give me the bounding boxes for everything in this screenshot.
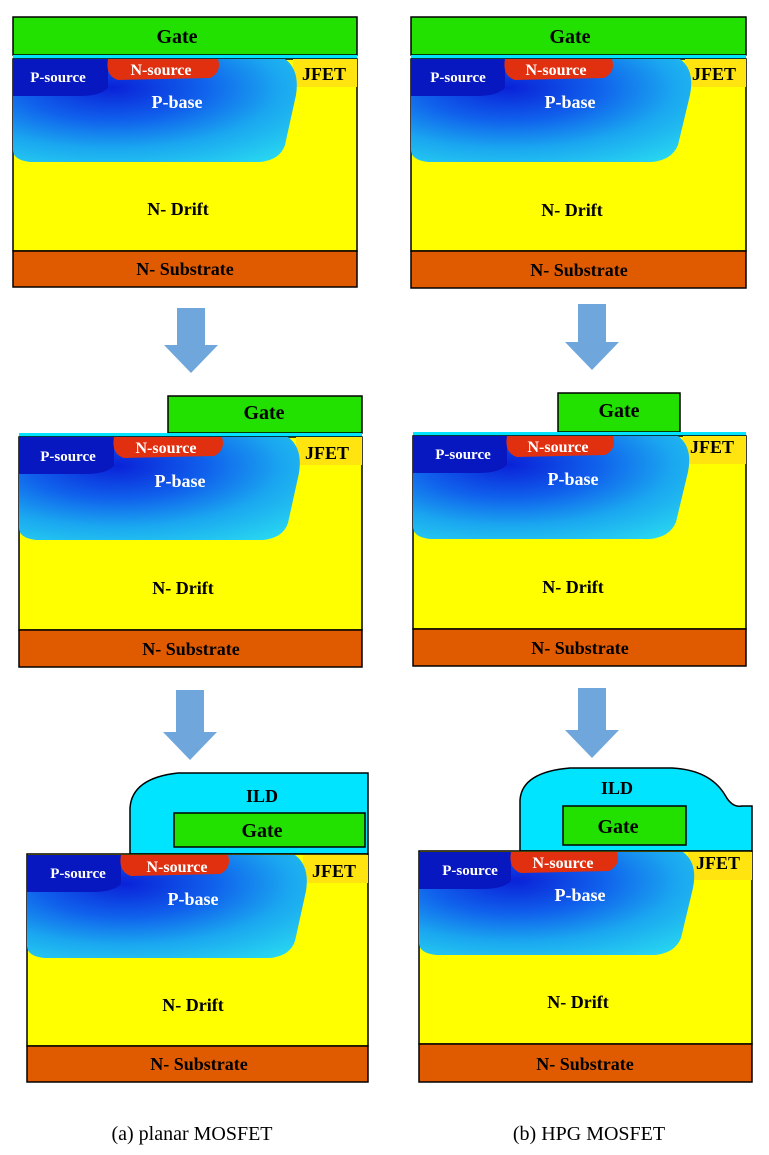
- oxide-layer: [411, 55, 746, 59]
- n-source-label: N-source: [130, 62, 191, 79]
- p-source-label: P-source: [430, 70, 486, 86]
- p-source-region: [13, 59, 108, 96]
- n-source-label: N-source: [135, 440, 196, 457]
- oxide-layer: [19, 433, 362, 437]
- substrate-layer: [12, 250, 358, 288]
- down-arrow-icon: [163, 690, 217, 760]
- substrate-layer: [410, 250, 747, 289]
- oxide-layer: [413, 432, 746, 436]
- n-substrate-label: N- Substrate: [530, 260, 628, 280]
- gate-label: Gate: [241, 820, 282, 842]
- n-source-region: [107, 59, 219, 80]
- panel-b-step3: ILD Gate JFET P-source N-source P-base N…: [418, 767, 753, 1083]
- n-source-region: [510, 852, 618, 873]
- n-drift-label: N- Drift: [541, 200, 602, 220]
- gate-layer: [173, 812, 366, 848]
- p-source-label: P-source: [442, 863, 498, 879]
- n-drift-label: N- Drift: [547, 992, 608, 1012]
- n-substrate-label: N- Substrate: [142, 639, 240, 659]
- n-drift-label: N- Drift: [542, 577, 603, 597]
- p-base-label: P-base: [168, 889, 219, 909]
- p-source-label: P-source: [50, 866, 106, 882]
- jfet-label: JFET: [692, 64, 736, 84]
- jfet-region: [303, 855, 368, 883]
- n-substrate-label: N- Substrate: [136, 259, 234, 279]
- down-arrow-icon: [164, 308, 218, 373]
- p-source-region: [411, 59, 505, 96]
- n-drift-label: N- Drift: [162, 995, 223, 1015]
- caption-hpg-mosfet: (b) HPG MOSFET: [513, 1123, 665, 1145]
- panel-b-step2: Gate JFET P-source N-source P-base N- Dr…: [412, 392, 747, 667]
- p-base-label: P-base: [555, 885, 606, 905]
- gate-label: Gate: [597, 816, 638, 838]
- n-source-label: N-source: [146, 859, 207, 876]
- gate-layer: [410, 16, 747, 56]
- p-source-label: P-source: [40, 449, 96, 465]
- panel-b-step1: Gate JFET P-source N-source P-base N- Dr…: [410, 16, 747, 289]
- jfet-region: [293, 59, 357, 87]
- ild-label: ILD: [601, 778, 633, 798]
- panel-a-step1: Gate JFET P-source N-source P-base N- Dr…: [12, 16, 358, 288]
- n-source-region: [504, 59, 613, 80]
- n-drift-label: N- Drift: [147, 199, 208, 219]
- p-base-label: P-base: [548, 469, 599, 489]
- down-arrow-icon: [565, 304, 619, 370]
- caption-planar-mosfet: (a) planar MOSFET: [111, 1123, 272, 1145]
- gate-layer: [562, 805, 687, 846]
- jfet-label: JFET: [312, 861, 356, 881]
- n-source-region: [113, 437, 223, 458]
- jfet-label: JFET: [696, 853, 740, 873]
- gate-label: Gate: [549, 26, 590, 48]
- gate-label: Gate: [598, 400, 639, 422]
- jfet-region: [688, 852, 752, 880]
- p-base-label: P-base: [152, 92, 203, 112]
- panel-a-step3: ILD Gate JFET P-source N-source P-base N…: [26, 772, 369, 1083]
- p-base-label: P-base: [155, 471, 206, 491]
- substrate-layer: [26, 1045, 369, 1083]
- gate-layer: [12, 16, 358, 56]
- jfet-region: [683, 436, 746, 464]
- n-drift-label: N- Drift: [152, 578, 213, 598]
- n-source-label: N-source: [527, 439, 588, 456]
- jfet-region: [685, 59, 746, 87]
- ild-label: ILD: [246, 786, 278, 806]
- gate-label: Gate: [243, 402, 284, 424]
- substrate-layer: [418, 1043, 753, 1083]
- n-source-region: [120, 855, 229, 876]
- jfet-label: JFET: [690, 437, 734, 457]
- oxide-layer: [13, 55, 357, 59]
- jfet-label: JFET: [302, 64, 346, 84]
- jfet-label: JFET: [305, 443, 349, 463]
- jfet-region: [296, 437, 362, 465]
- n-source-region: [506, 436, 614, 457]
- p-source-label: P-source: [435, 447, 491, 463]
- substrate-layer: [18, 629, 363, 668]
- n-source-label: N-source: [525, 62, 586, 79]
- panel-a-step2: Gate JFET P-source N-source P-base N- Dr…: [18, 395, 363, 668]
- n-source-label: N-source: [532, 855, 593, 872]
- gate-label: Gate: [156, 26, 197, 48]
- p-source-label: P-source: [30, 70, 86, 86]
- p-source-region: [27, 855, 121, 892]
- p-base-label: P-base: [545, 92, 596, 112]
- n-substrate-label: N- Substrate: [531, 638, 629, 658]
- down-arrow-icon: [565, 688, 619, 758]
- p-source-region: [419, 852, 511, 889]
- p-source-region: [19, 437, 114, 474]
- p-source-region: [413, 436, 507, 473]
- n-substrate-label: N- Substrate: [536, 1054, 634, 1074]
- substrate-layer: [412, 628, 747, 667]
- n-substrate-label: N- Substrate: [150, 1054, 248, 1074]
